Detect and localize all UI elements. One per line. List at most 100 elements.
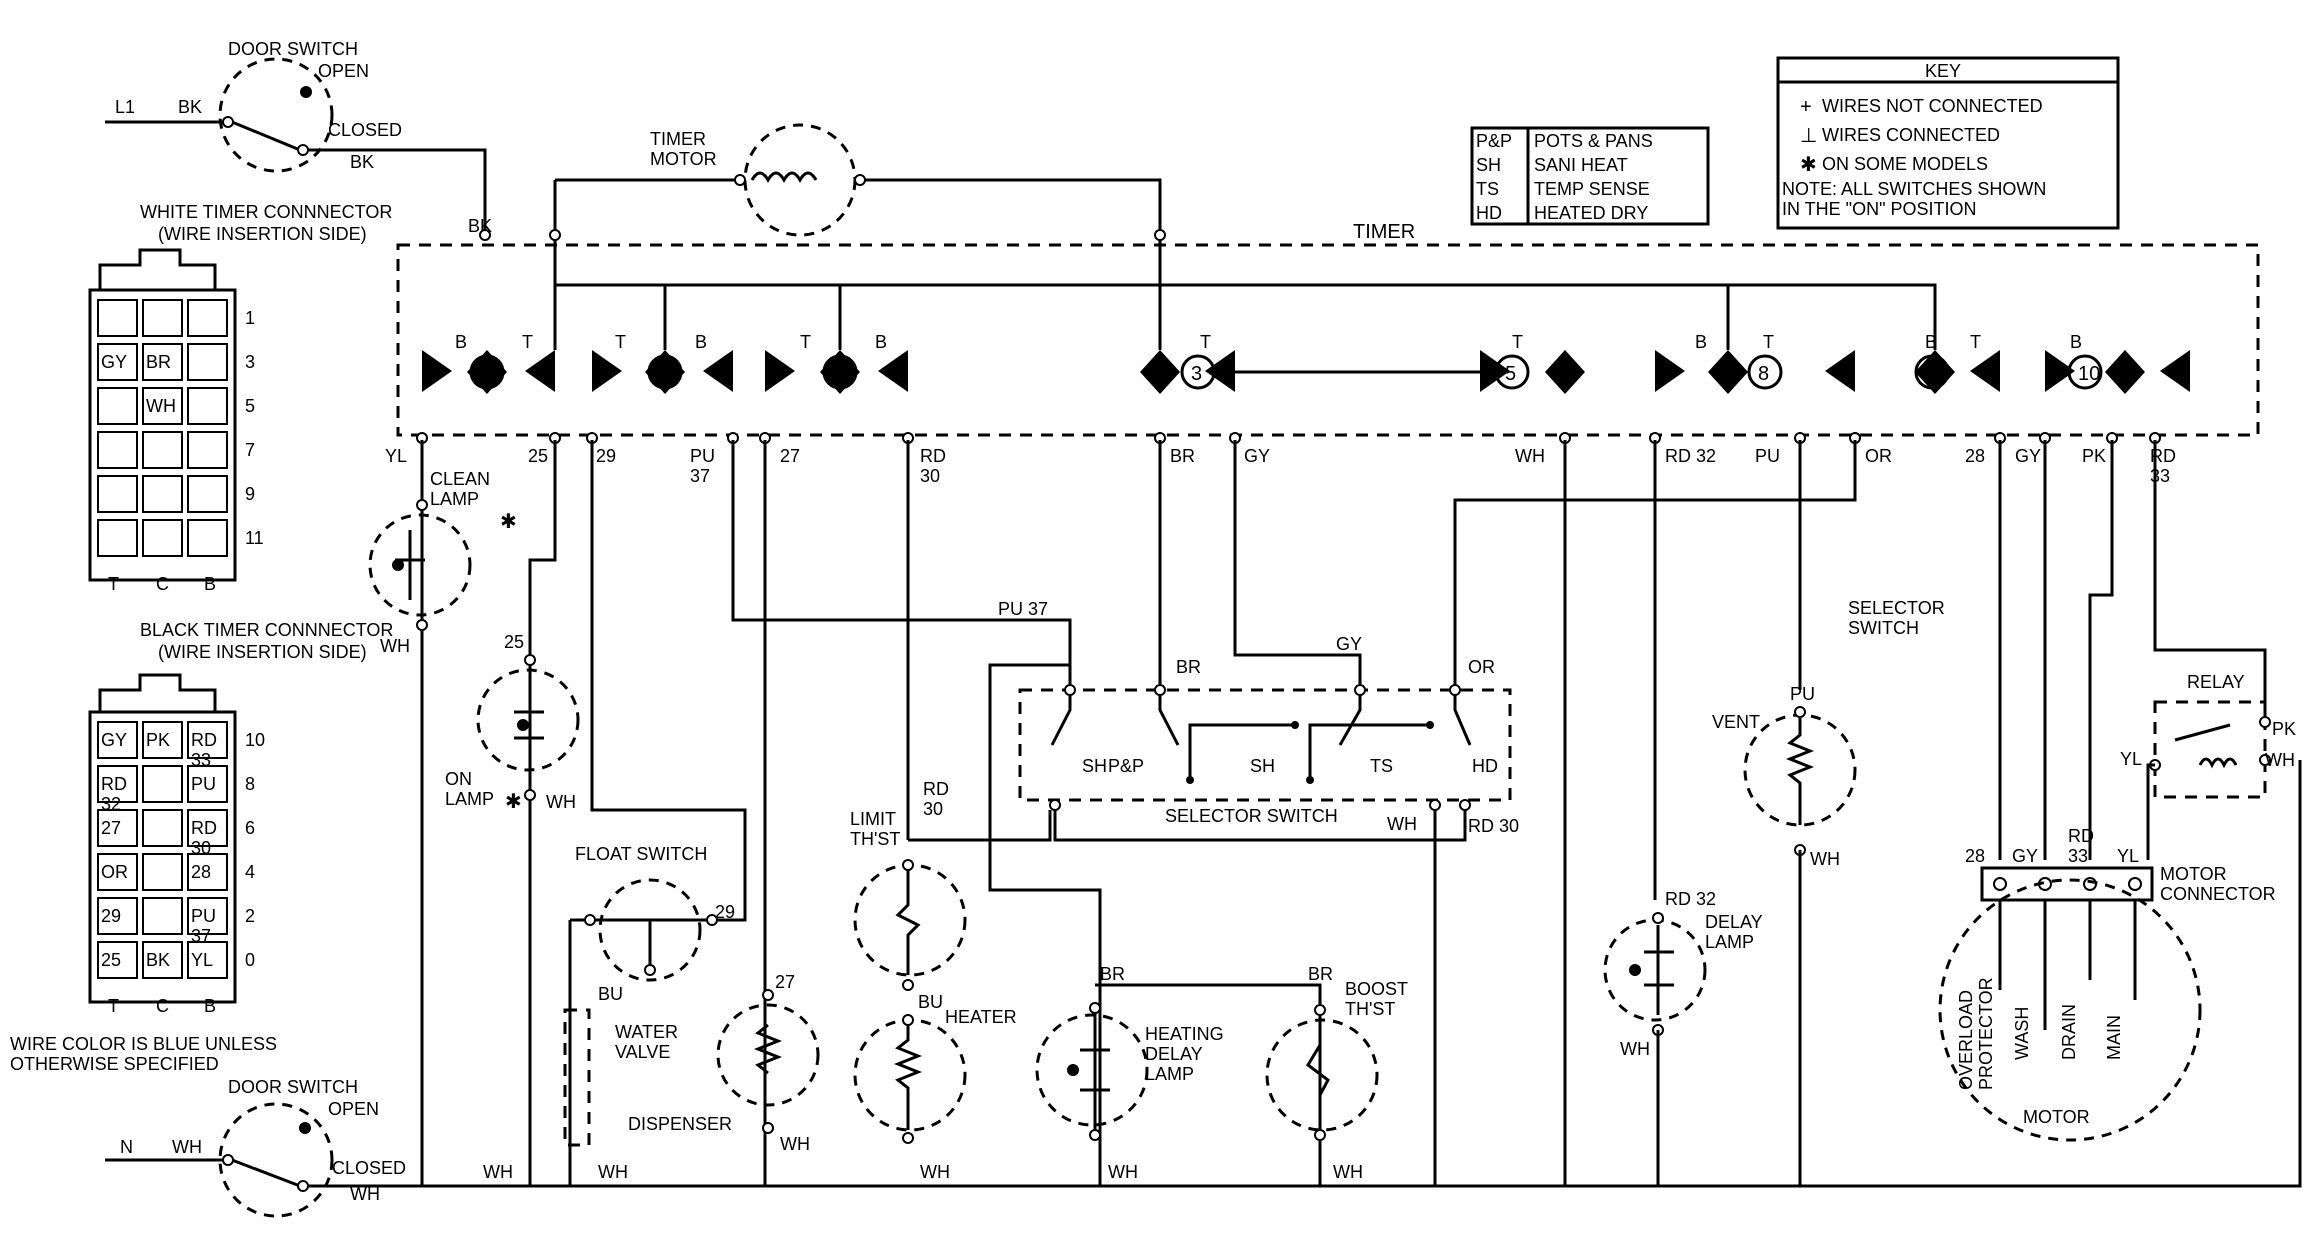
wire-color-label: WH	[1108, 1162, 1138, 1182]
connector-row-number: 0	[245, 950, 255, 970]
timer-contact-letter: B	[455, 332, 467, 352]
connector-cell	[142, 897, 183, 935]
wire-color-label: YL	[2120, 749, 2142, 769]
timer-contact-flag	[1480, 350, 1510, 392]
connector-cell	[187, 941, 228, 979]
connector-cell	[142, 941, 183, 979]
connector-cell	[97, 475, 138, 513]
timer-cam-diamond	[645, 350, 685, 394]
connector-cell	[97, 299, 138, 337]
heater: HEATER	[853, 1007, 1017, 1144]
white-timer-connector: WHITE TIMER CONNNECTOR (WIRE INSERTION S…	[88, 202, 392, 594]
wire-color-label: WH	[380, 636, 410, 656]
timer-contact-flag	[878, 350, 908, 392]
timer-contact-flag	[1655, 350, 1685, 392]
timer-cam-diamond	[1545, 350, 1585, 394]
timer-contact-letter: B	[2070, 332, 2082, 352]
key-some-models: ON SOME MODELS	[1822, 154, 1988, 174]
abbr-code: TS	[1476, 179, 1499, 199]
timer-cam-number: 5	[1505, 363, 1516, 385]
connector-row-number: 9	[245, 484, 255, 504]
connector-cell	[97, 941, 138, 979]
abbr-code: SH	[1476, 155, 1501, 175]
connector-cell	[187, 721, 228, 759]
connector-cell	[142, 299, 183, 337]
wire-color-label: RD 32	[1665, 889, 1716, 909]
wire-color-label: OR	[1468, 657, 1495, 677]
selector-position-label: SH	[1082, 756, 1107, 776]
wire-color-label: RD 30	[1468, 816, 1519, 836]
connector-cell	[142, 387, 183, 425]
selector-switch-title: SELECTOR SWITCH	[1165, 806, 1338, 826]
wire-color-label: WH	[920, 1162, 950, 1182]
connector-cell-label: GY	[101, 352, 127, 372]
bk-label-2: BK	[350, 152, 374, 172]
float-switch-label: FLOAT SWITCH	[575, 844, 707, 864]
abbr-description: POTS & PANS	[1534, 131, 1653, 151]
connector-cell-label: GY	[101, 730, 127, 750]
wire-color-label: YL	[2117, 846, 2139, 866]
key-not-connected: WIRES NOT CONNECTED	[1822, 96, 2043, 116]
timer-contact-flag	[2160, 350, 2190, 392]
connector-row-number: 8	[245, 774, 255, 794]
timer-cam-diamond	[467, 350, 507, 394]
heater-label: HEATER	[945, 1007, 1017, 1027]
connector-row-number: 2	[245, 906, 255, 926]
key-box: KEY + WIRES NOT CONNECTED ⊥ WIRES CONNEC…	[1776, 56, 2120, 230]
connector-cell	[97, 853, 138, 891]
timer-contact-letter: T	[522, 332, 533, 352]
selector-position-label: P&P	[1108, 756, 1144, 776]
timer-pin-wire-label: BR	[1170, 446, 1195, 466]
timer-contact-letter: T	[1763, 332, 1774, 352]
connector-cell	[187, 475, 228, 513]
connector-cell-label: 28	[191, 862, 211, 882]
connector-cell-label: PK	[146, 730, 170, 750]
timer-contact-letter: T	[615, 332, 626, 352]
float-switch: FLOAT SWITCH	[568, 844, 718, 1186]
timer-contact-flag	[1970, 350, 2000, 392]
key-title: KEY	[1925, 61, 1961, 81]
connector-cell	[142, 809, 183, 847]
connector-cell	[97, 387, 138, 425]
timer-pin-wire-label: RD 32	[1665, 446, 1716, 466]
connector-cell	[187, 519, 228, 557]
black-connector-subtitle: (WIRE INSERTION SIDE)	[158, 642, 367, 662]
connector-cell	[97, 343, 138, 381]
connector-cell	[187, 387, 228, 425]
timer-cam-circle	[1747, 354, 1783, 390]
timer-pin-wire-label: OR	[1865, 446, 1892, 466]
door-switch-top: DOOR SWITCH OPEN CLOSED L1 BK BK	[105, 39, 487, 235]
wire-color-label: WH	[1620, 1039, 1650, 1059]
black-connector-title: BLACK TIMER CONNNECTOR	[140, 620, 393, 640]
dispenser: DISPENSER	[628, 989, 820, 1134]
connector-cell	[187, 853, 228, 891]
drain-label: DRAIN	[2059, 1004, 2079, 1060]
connector-cell	[187, 299, 228, 337]
timer-contact-letter: B	[1925, 332, 1937, 352]
connector-cell-label: 29	[101, 906, 121, 926]
connected-symbol: ⊥	[1800, 125, 1817, 147]
asterisk-marker: ✱	[500, 511, 517, 533]
timer-pin-wire-label: PU	[1755, 446, 1780, 466]
door-switch-top-title: DOOR SWITCH	[228, 39, 358, 59]
connector-cell	[187, 809, 228, 847]
timer-cam-number: 10	[2078, 363, 2100, 385]
asterisk-symbol: ✱	[1800, 154, 1817, 176]
overload-protector-label: OVERLOADPROTECTOR	[1956, 977, 1996, 1090]
timer-pin-wire-label: YL	[385, 446, 407, 466]
connector-cell	[142, 343, 183, 381]
connector-cell-label: 27	[101, 818, 121, 838]
white-connector-subtitle: (WIRE INSERTION SIDE)	[158, 224, 367, 244]
wire-color-label: GY	[2012, 846, 2038, 866]
connector-row-number: 3	[245, 352, 255, 372]
connector-footer-label: B	[204, 574, 216, 594]
